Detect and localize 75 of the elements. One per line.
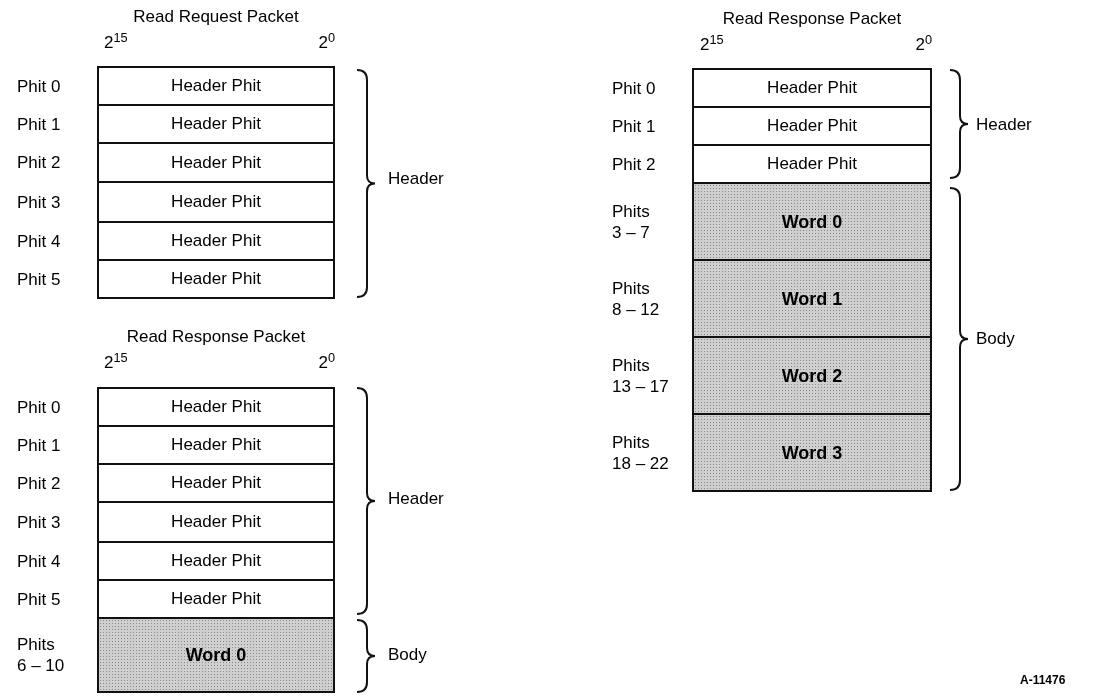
field-label: Header Phit [767, 153, 857, 175]
header-phit-field [97, 221, 335, 261]
header-phit-field [97, 501, 335, 543]
field-label: Word 3 [781, 441, 843, 464]
phit-index-label: Phit 0 [17, 396, 62, 418]
phit-index-label: Phit 4 [17, 230, 62, 252]
phit-index-label: Phit 1 [612, 115, 657, 137]
header-phit-field [97, 387, 335, 427]
header-phit-field [97, 579, 335, 619]
phit-index-label: Phit 1 [17, 113, 62, 135]
data-word-field [692, 259, 932, 338]
phit-index-label: Phit 3 [17, 511, 62, 533]
phit-index-label: Phit 5 [17, 588, 62, 610]
phit-index-label: Phit 0 [17, 75, 62, 97]
field-label: Header Phit [171, 230, 261, 252]
data-word-field [692, 336, 932, 415]
field-label: Header Phit [171, 550, 261, 572]
field-label: Word 0 [185, 644, 247, 666]
field-label: Word 0 [781, 210, 843, 233]
header-phit-field [692, 68, 932, 108]
phit-index-label: Phits 3 – 7 [612, 200, 651, 243]
field-label: Header Phit [767, 77, 857, 99]
field-label: Word 1 [781, 287, 843, 310]
field-label: Header Phit [171, 75, 261, 97]
phit-index-label: Phit 2 [17, 152, 62, 173]
field-label: Header Phit [171, 268, 261, 290]
brace-label: Body [976, 328, 1015, 350]
phit-index-label: Phits 6 – 10 [17, 634, 66, 676]
field-label: Word 2 [781, 364, 843, 387]
brace-label: Header [388, 168, 444, 190]
field-label: Header Phit [767, 115, 857, 137]
header-phit-field [692, 106, 932, 146]
phit-index-label: Phit 4 [17, 550, 62, 572]
data-word-field [692, 182, 932, 261]
header-phit-field [97, 259, 335, 299]
phit-index-label: Phits 18 – 22 [612, 431, 670, 474]
bit-position-label: 2$^{0}$ [318, 32, 335, 54]
phit-index-label: Phits 13 – 17 [612, 354, 670, 397]
bit-position-label: 2$^{0}$ [318, 352, 335, 374]
header-phit-field [97, 463, 335, 503]
data-word-field [692, 413, 932, 492]
header-phit-field [97, 425, 335, 465]
field-label: Header Phit [171, 472, 261, 494]
header-phit-field [97, 541, 335, 581]
field-label: Header Phit [171, 588, 261, 610]
header-phit-field [97, 142, 335, 183]
field-label: Header Phit [171, 191, 261, 213]
field-label: Header Phit [171, 434, 261, 456]
bit-position-label: 2$^{15}$ [104, 352, 128, 374]
header-phit-field [97, 104, 335, 144]
field-label: Header Phit [171, 151, 261, 174]
phit-index-label: Phit 2 [17, 472, 62, 494]
phit-index-label: Phit 5 [17, 268, 62, 290]
bit-position-label: 2$^{15}$ [700, 34, 724, 56]
packet-title: Read Response Packet [722, 8, 902, 30]
header-phit-field [97, 181, 335, 223]
bit-position-label: 2$^{0}$ [915, 34, 932, 56]
field-label: Header Phit [171, 396, 261, 418]
phit-index-label: Phits 8 – 12 [612, 277, 661, 320]
phit-index-label: Phit 2 [612, 153, 657, 175]
brace-label: Header [976, 114, 1032, 136]
brace-label: Body [388, 644, 427, 666]
brace-label: Header [388, 488, 444, 510]
figure-number: A-11476 [1020, 672, 1066, 688]
field-label: Header Phit [171, 511, 261, 533]
header-phit-field [692, 144, 932, 184]
header-phit-field [97, 66, 335, 106]
phit-index-label: Phit 1 [17, 434, 62, 456]
packet-title: Read Request Packet [133, 6, 299, 28]
bit-position-label: 2$^{15}$ [104, 32, 128, 54]
packet-title: Read Response Packet [126, 326, 306, 348]
phit-index-label: Phit 0 [612, 77, 657, 99]
data-word-field [97, 617, 335, 693]
field-label: Header Phit [171, 113, 261, 135]
phit-index-label: Phit 3 [17, 191, 62, 213]
